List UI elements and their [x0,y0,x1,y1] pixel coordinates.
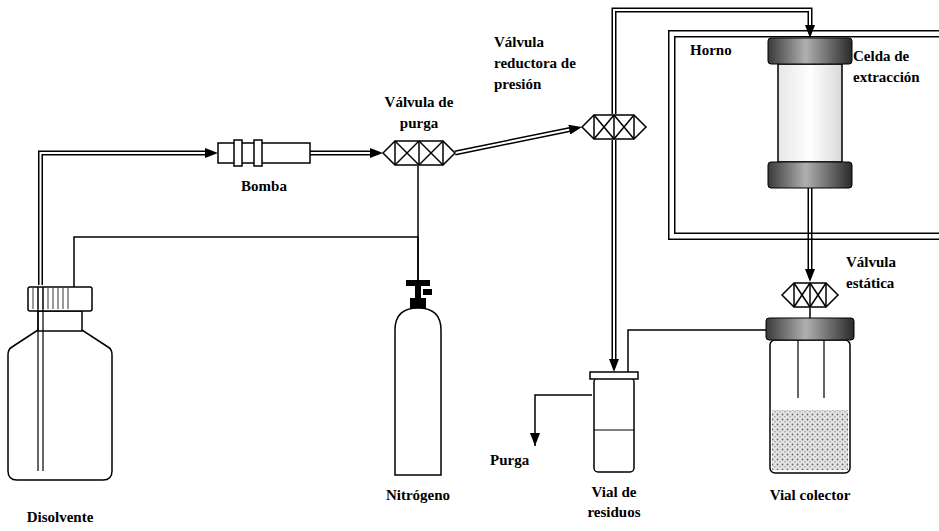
collector-vial: Vial colector [766,318,854,473]
arrow-head [614,140,615,372]
pipe-bore [613,140,615,361]
solvent-bottle: Disolvente [8,285,112,480]
waste-vial: Vial de residuos [592,372,636,472]
pump-outline [218,140,310,166]
pipe-connector [810,188,811,282]
arrow-head [810,188,811,282]
pressure-relief-valve: Válvula reductora de presión [582,114,646,140]
nitrogen-cylinder: Nitrógeno [393,280,443,475]
purge-outlet-line [535,395,592,446]
static-valve: Válvula estática [782,282,838,308]
pipe-connector [310,153,383,154]
oven: Horno Celda de extracción [668,30,939,240]
pipe-bore [41,153,208,285]
outlet-label: Purga [490,450,529,471]
pipe-bore [310,152,372,154]
arrow-head [41,153,219,154]
component-label: Disolvente [8,507,112,528]
pipe-connector [614,140,615,372]
component-label: Válvula reductora de presión [494,32,592,95]
component-label: Válvula estática [846,252,926,294]
arrow-head [455,127,582,153]
pipe-connector [628,330,766,372]
component-label: Horno [690,40,732,61]
pipe-connector [455,127,582,153]
pipe-connector [41,153,219,285]
nitrogen-cylinder-outline [393,280,443,475]
collector-vial-outline [766,318,854,473]
waste-vial-outline [592,372,636,472]
purge-valve-outline [383,140,455,166]
pipe-wall [612,140,617,361]
pipe-wall [455,129,571,153]
component-label: Vial de residuos [574,482,654,522]
gas-line [628,330,766,372]
pipe-connector [74,237,418,287]
pressure-relief-valve-outline [582,114,646,140]
pipe-wall [41,153,208,285]
pipe-wall [808,188,813,271]
arrow-head [810,10,811,38]
purge-valve: Válvula de purga [383,140,455,166]
static-valve-outline [782,282,838,308]
component-label: Bomba [218,176,310,197]
pipe-wall [310,151,372,156]
arrow-head [310,153,383,154]
component-label: Celda de extracción [853,46,935,88]
pipe-bore [455,129,571,153]
gas-line [74,237,418,287]
pipe-connector [810,308,811,318]
component-label: Nitrógeno [378,485,458,506]
pipe-bore [809,188,811,271]
component-label: Vial colector [760,485,860,506]
pump: Bomba [218,140,310,166]
gas-line [809,308,811,318]
extraction-cell: Celda de extracción [768,38,852,188]
solvent-bottle-outline [8,285,112,480]
extraction-cell-outline [768,38,852,188]
component-label: Válvula de purga [369,92,469,134]
